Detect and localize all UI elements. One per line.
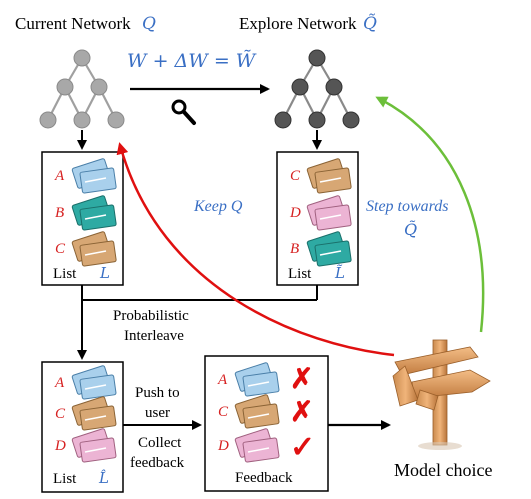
feedback-caption: Feedback	[235, 470, 293, 486]
collect-label-2: feedback	[130, 455, 185, 471]
feedback-item-0: A	[217, 372, 228, 388]
list-l-tilde-caption: List	[288, 266, 312, 282]
push-label-1: Push to	[135, 385, 180, 401]
list-l-box: A B C List L	[41, 151, 124, 286]
feedback-item-1: C	[218, 404, 229, 420]
list-l-tilde-box: C D B List L̃	[276, 151, 359, 286]
keep-q-arrow	[116, 142, 395, 357]
feedback-item-2: D	[217, 438, 229, 454]
list-l-item-0: A	[54, 168, 65, 184]
step-towards-arrow	[375, 96, 485, 333]
envelope-icon	[71, 428, 117, 463]
interleave-connector	[81, 285, 318, 301]
feedback-box: A C D ✗ ✗ ✓ Feedback	[204, 355, 329, 492]
list-l-hat-item-0: A	[54, 375, 65, 391]
check-mark-icon: ✓	[290, 431, 315, 464]
interleave-label-1: Probabilistic	[113, 308, 189, 324]
envelope-icon	[306, 195, 352, 231]
list-l-hat-item-2: D	[54, 438, 66, 454]
list-l-caption: List	[53, 266, 77, 282]
current-network-title: Current Network Q	[15, 14, 156, 34]
collect-label-1: Collect	[138, 435, 182, 451]
list-l-item-2: C	[55, 241, 66, 257]
envelope-icon	[71, 231, 117, 267]
signpost-icon	[392, 339, 491, 450]
list-l-tilde-symbol: L̃	[334, 264, 345, 282]
envelope-icon	[71, 365, 117, 400]
model-choice-label: Model choice	[394, 460, 492, 480]
keep-q-label: Keep Q	[193, 198, 243, 215]
list-l-hat-caption: List	[53, 471, 77, 487]
envelope-icon	[234, 428, 280, 463]
step-towards-symbol: Q̃	[404, 220, 417, 239]
list-l-tilde-item-0: C	[290, 168, 301, 184]
envelope-icon	[234, 394, 280, 429]
interleave-label-2: Interleave	[124, 328, 184, 344]
current-network-symbol: Q	[142, 14, 156, 34]
list-l-symbol: L	[99, 264, 110, 282]
list-l-item-1: B	[55, 205, 64, 221]
explore-network-symbol: Q̃	[363, 14, 377, 34]
envelope-icon	[306, 158, 352, 194]
step-towards-label: Step towards	[366, 198, 449, 215]
cross-mark-icon: ✗	[290, 397, 313, 428]
list-l-hat-item-1: C	[55, 406, 66, 422]
envelope-icon	[71, 195, 117, 231]
explore-network-title: Explore Network Q̃	[239, 14, 377, 34]
list-l-hat-symbol: L̂	[98, 469, 109, 487]
cross-mark-icon: ✗	[290, 364, 313, 395]
current-network-label: Current Network	[15, 14, 131, 33]
current-network-nodes	[39, 49, 125, 129]
list-l-hat-box: A C D List L̂	[41, 361, 124, 493]
explore-network-label: Explore Network	[239, 14, 357, 33]
envelope-icon	[71, 396, 117, 431]
push-label-2: user	[145, 405, 170, 421]
envelope-icon	[234, 362, 280, 397]
magnifier-icon	[171, 99, 196, 125]
envelope-icon	[71, 158, 117, 194]
envelope-icon	[306, 231, 352, 267]
explore-network-nodes	[274, 49, 360, 129]
update-equation: W + ΔW = W̃	[127, 50, 257, 72]
list-l-tilde-item-2: B	[290, 241, 299, 257]
list-l-tilde-item-1: D	[289, 205, 301, 221]
